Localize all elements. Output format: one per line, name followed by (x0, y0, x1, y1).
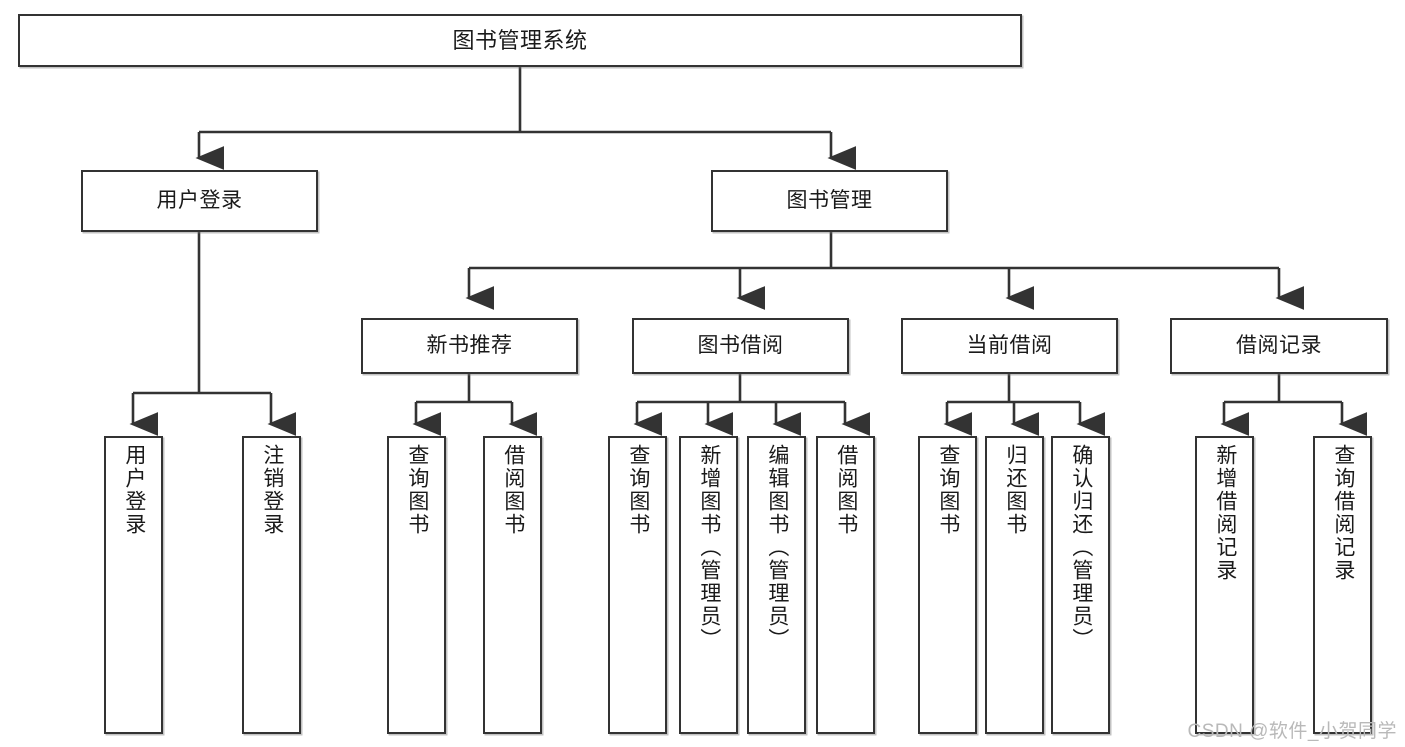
node-current-borrow[interactable]: 当前借阅 (901, 318, 1118, 374)
node-new-book-rec[interactable]: 新书推荐 (361, 318, 578, 374)
node-leaf-query-book-borrow[interactable]: 查询图书 (608, 436, 667, 734)
node-leaf-borrow-book-rec[interactable]: 借阅图书 (483, 436, 542, 734)
node-leaf-query-record-label: 查询借阅记录 (1331, 444, 1355, 582)
node-leaf-return-book-label: 归还图书 (1003, 444, 1027, 536)
node-root-label: 图书管理系统 (452, 27, 588, 53)
node-leaf-add-book-label: 新增图书（管理员） (697, 444, 721, 651)
node-leaf-user-login-label: 用户登录 (122, 444, 146, 536)
node-leaf-edit-book-label: 编辑图书（管理员） (765, 444, 789, 651)
node-book-borrow-label: 图书借阅 (697, 333, 784, 357)
node-leaf-borrow-book-label: 借阅图书 (834, 444, 858, 536)
node-book-borrow[interactable]: 图书借阅 (632, 318, 849, 374)
node-current-borrow-label: 当前借阅 (966, 333, 1053, 357)
node-leaf-confirm-return[interactable]: 确认归还（管理员） (1051, 436, 1110, 734)
node-leaf-confirm-return-label: 确认归还（管理员） (1069, 444, 1093, 651)
node-new-book-rec-label: 新书推荐 (426, 333, 513, 357)
node-borrow-record-label: 借阅记录 (1236, 333, 1322, 357)
node-user-login-label: 用户登录 (156, 188, 243, 212)
node-leaf-query-book-borrow-label: 查询图书 (626, 444, 650, 536)
node-root[interactable]: 图书管理系统 (18, 14, 1022, 67)
node-leaf-query-book-current-label: 查询图书 (936, 444, 960, 536)
node-leaf-add-record[interactable]: 新增借阅记录 (1195, 436, 1254, 734)
node-leaf-add-record-label: 新增借阅记录 (1213, 444, 1237, 582)
node-leaf-user-logout-label: 注销登录 (260, 444, 284, 536)
node-leaf-add-book[interactable]: 新增图书（管理员） (679, 436, 738, 734)
node-leaf-borrow-book[interactable]: 借阅图书 (816, 436, 875, 734)
node-borrow-record[interactable]: 借阅记录 (1170, 318, 1388, 374)
node-user-login[interactable]: 用户登录 (81, 170, 318, 232)
node-book-manage[interactable]: 图书管理 (711, 170, 948, 232)
node-leaf-query-book-current[interactable]: 查询图书 (918, 436, 977, 734)
node-leaf-user-login[interactable]: 用户登录 (104, 436, 163, 734)
node-leaf-borrow-book-rec-label: 借阅图书 (501, 444, 525, 536)
node-leaf-return-book[interactable]: 归还图书 (985, 436, 1044, 734)
node-leaf-edit-book[interactable]: 编辑图书（管理员） (747, 436, 806, 734)
node-leaf-query-record[interactable]: 查询借阅记录 (1313, 436, 1372, 734)
node-leaf-query-book-rec-label: 查询图书 (405, 444, 429, 536)
node-book-manage-label: 图书管理 (786, 188, 873, 212)
node-leaf-query-book-rec[interactable]: 查询图书 (387, 436, 446, 734)
watermark: CSDN @软件_小贺同学 (1187, 721, 1397, 742)
node-leaf-user-logout[interactable]: 注销登录 (242, 436, 301, 734)
